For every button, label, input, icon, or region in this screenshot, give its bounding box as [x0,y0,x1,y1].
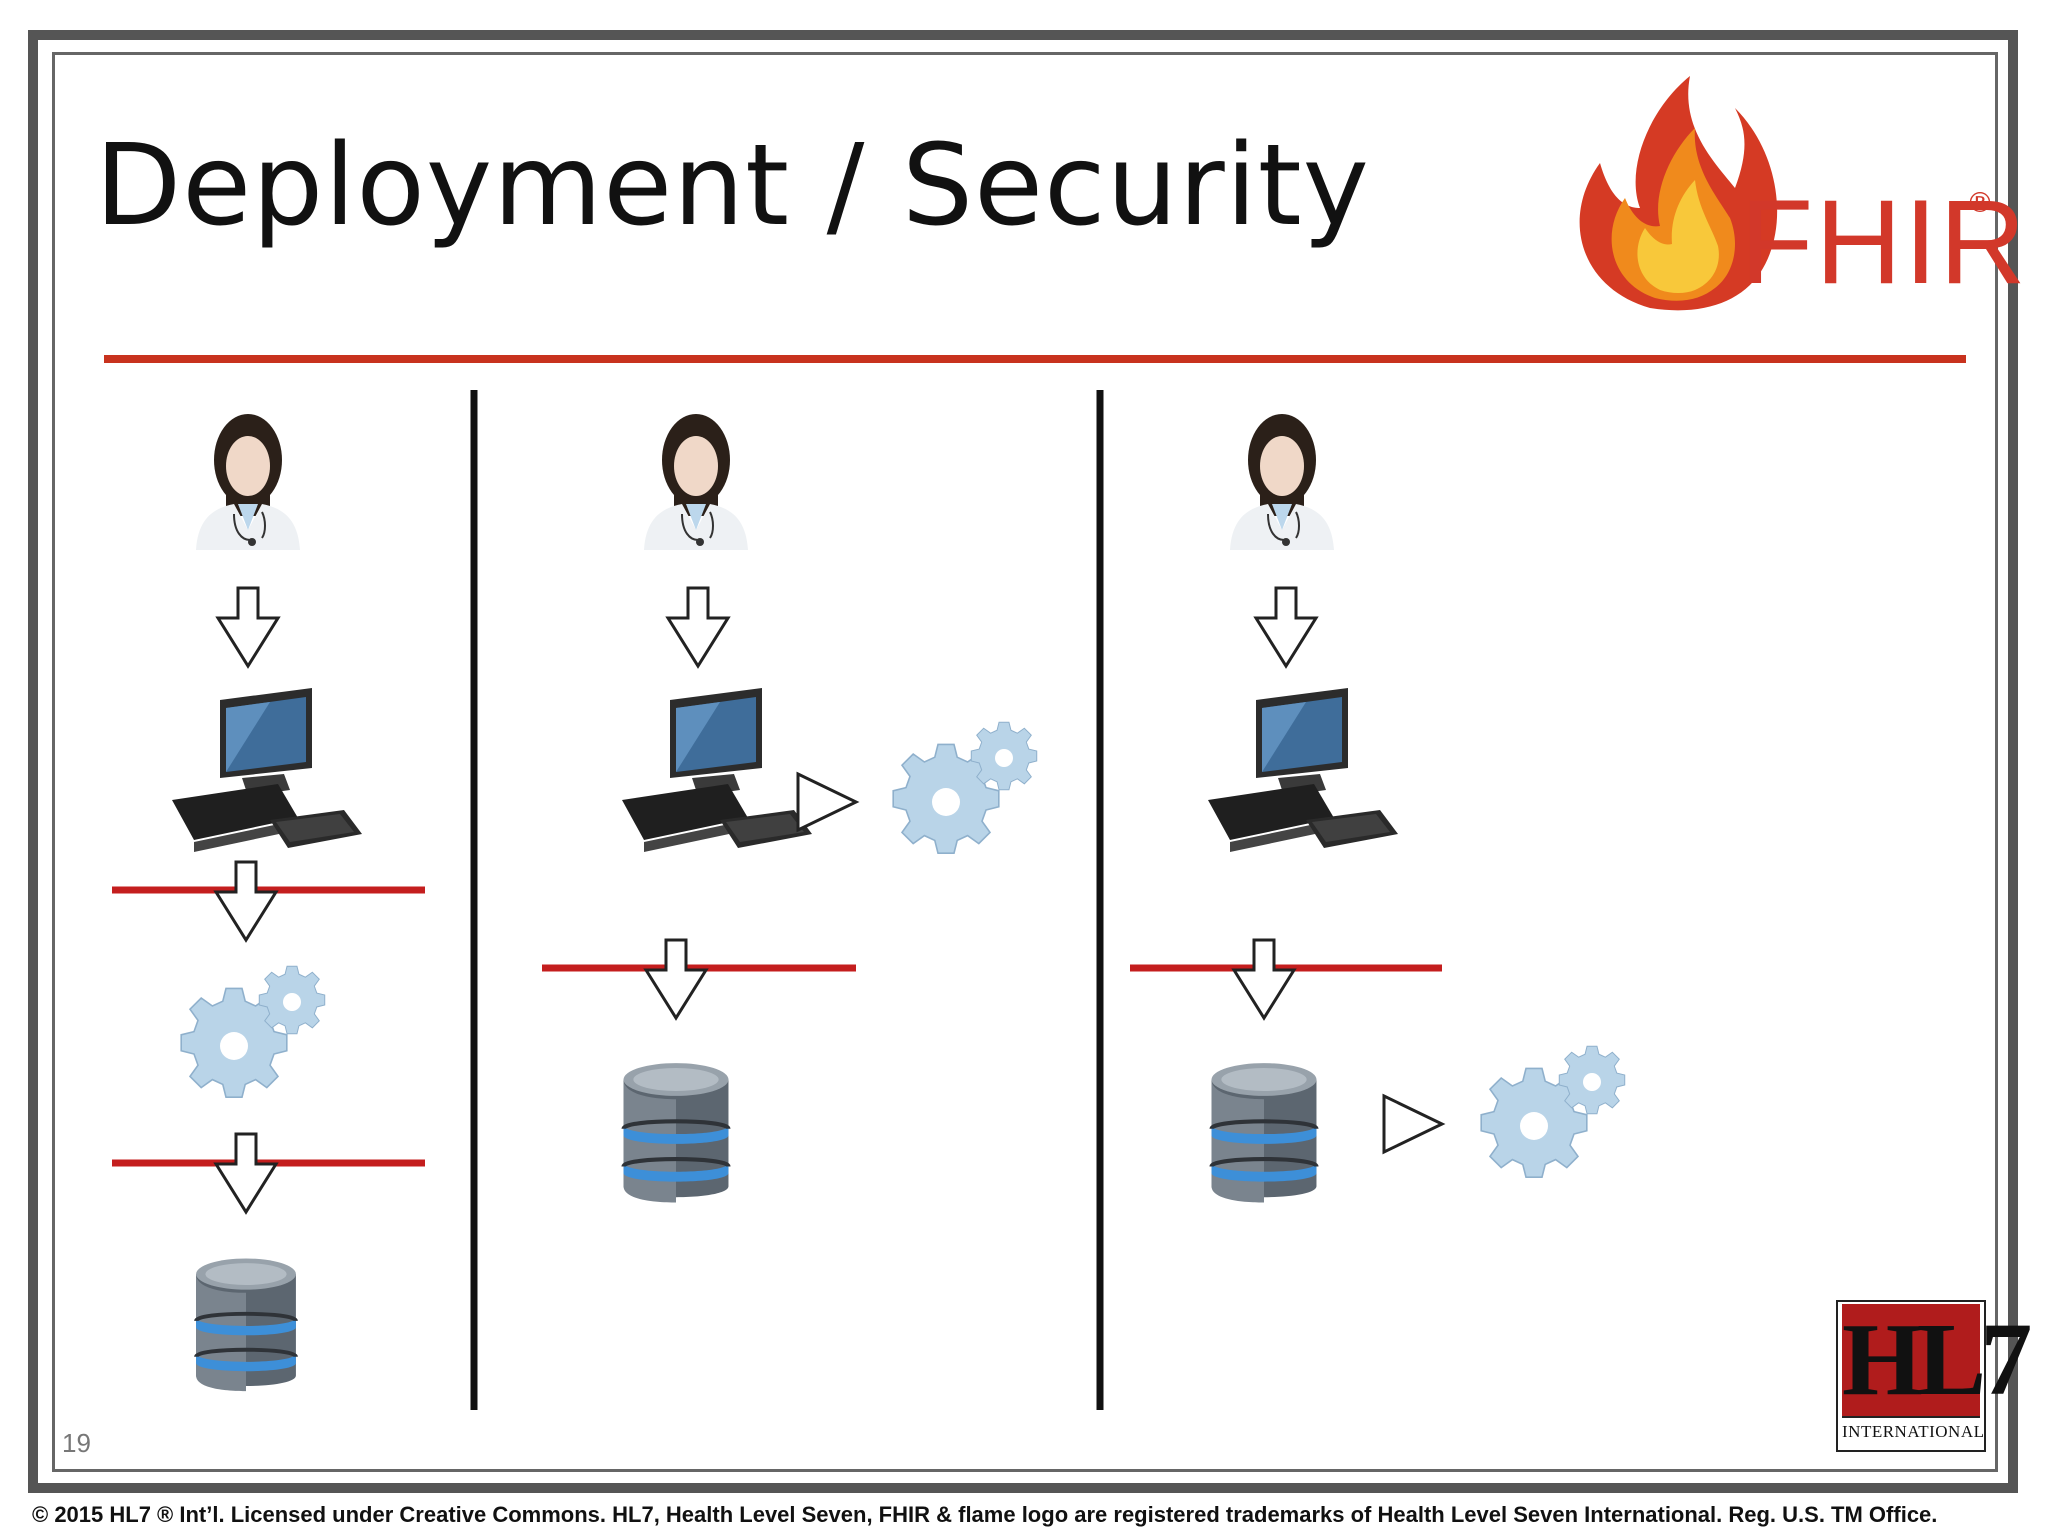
title-rule [104,355,1966,363]
gears-icon [181,966,325,1097]
arrow-right-icon [796,772,858,832]
arrow-down-icon [1232,938,1296,1020]
desktop-computer-icon [622,688,812,852]
column-1 [112,413,425,1394]
fhir-registered-mark: ® [1966,186,1994,219]
column-3 [1130,413,1625,1203]
arrow-down-icon [216,586,280,668]
desktop-computer-icon [172,688,362,852]
doctor-icon [1229,413,1335,551]
slide-title: Deployment / Security [95,121,1370,251]
doctor-icon [643,413,749,551]
arrow-down-icon [644,938,708,1020]
database-icon [1212,1063,1317,1202]
gears-icon [1481,1046,1625,1177]
fhir-logo-text: FHIR [1740,175,2028,309]
database-icon [624,1063,729,1202]
hl7-logo-letters: HL7 [1842,1302,2032,1417]
arrow-down-icon [666,586,730,668]
arrow-down-icon [214,860,278,942]
hl7-logo: HL7 INTERNATIONAL [1836,1300,2032,1452]
copyright-footer: © 2015 HL7 ® Int’l. Licensed under Creat… [32,1502,1938,1527]
column-2 [542,413,1037,1203]
flame-icon [1579,76,1778,311]
slide-number: 19 [62,1428,91,1458]
hl7-logo-subtitle: INTERNATIONAL [1842,1416,1984,1446]
database-icon [194,1256,298,1394]
gears-icon [893,722,1037,853]
arrow-down-icon [1254,586,1318,668]
fhir-logo [1540,68,2010,338]
desktop-computer-icon [1208,688,1398,852]
arrow-right-icon [1382,1094,1444,1154]
arrow-down-icon [214,1132,278,1214]
doctor-icon [195,413,301,551]
